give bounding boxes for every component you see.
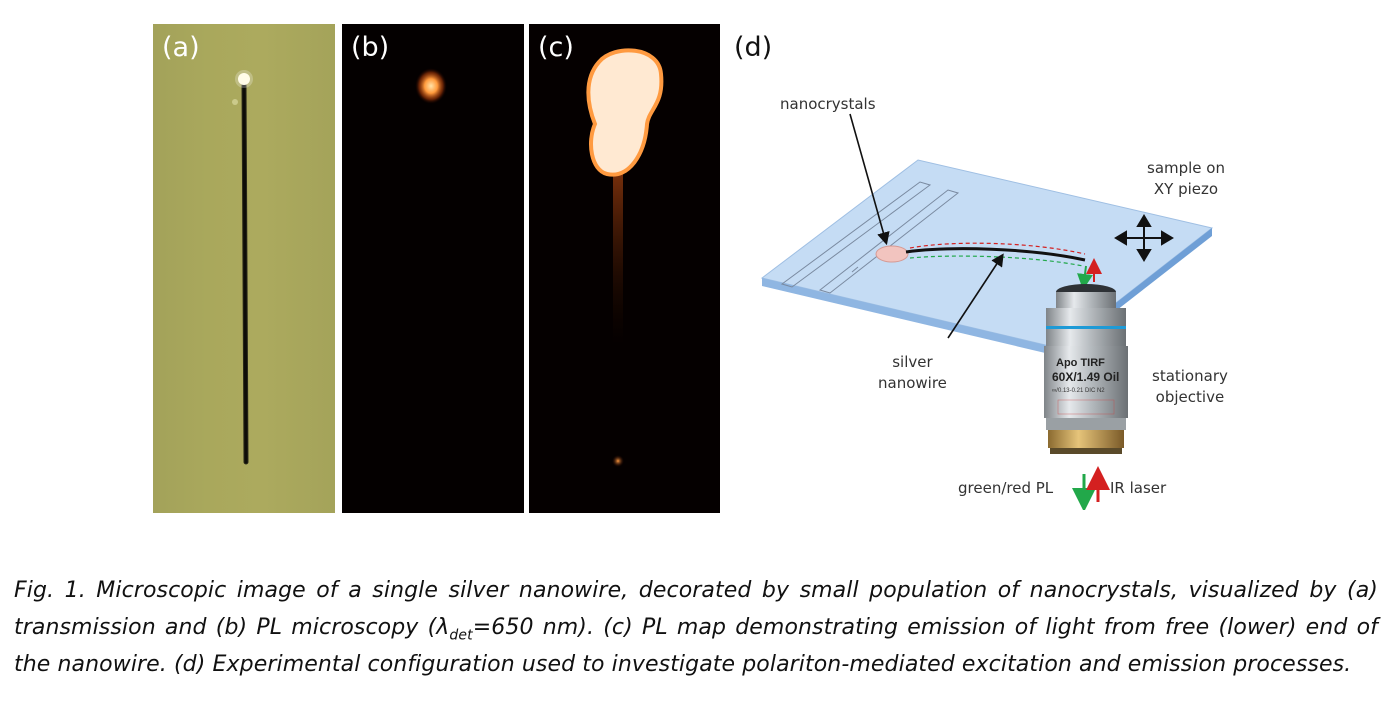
saturated-emission-spot bbox=[586, 48, 664, 177]
green-emission-arrow bbox=[1077, 265, 1093, 290]
svg-text:Apo TIRF: Apo TIRF bbox=[1056, 357, 1105, 369]
emission-trail bbox=[613, 164, 623, 344]
label-silver-nanowire: silver nanowire bbox=[878, 353, 947, 392]
red-plasmon-path bbox=[909, 242, 1086, 255]
experimental-setup-diagram: Apo TIRF 60X/1.49 Oil ∞/0.13-0.21 DIC N2 bbox=[760, 113, 1214, 510]
xy-move-arrows-icon bbox=[1114, 214, 1174, 262]
panel-label-c: (c) bbox=[538, 32, 574, 63]
svg-text:∞/0.13-0.21 DIC N2: ∞/0.13-0.21 DIC N2 bbox=[1052, 388, 1105, 394]
pl-image bbox=[415, 68, 447, 104]
transmission-image-panel: (a) bbox=[153, 24, 335, 513]
svg-text:60X/1.49 Oil: 60X/1.49 Oil bbox=[1052, 370, 1119, 384]
panel-label-b: (b) bbox=[351, 32, 390, 63]
free-end-emission bbox=[612, 455, 624, 467]
label-ir-laser: IR laser bbox=[1110, 479, 1167, 497]
label-nanocrystals: nanocrystals bbox=[780, 95, 876, 113]
silver-nanowire bbox=[905, 247, 1086, 262]
green-plasmon-path bbox=[909, 255, 1084, 267]
microscope-objective: Apo TIRF 60X/1.49 Oil ∞/0.13-0.21 DIC N2 bbox=[1044, 284, 1128, 454]
bright-spot bbox=[238, 73, 250, 85]
label-stationary-objective: stationary objective bbox=[1152, 367, 1228, 406]
nanocrystals-cluster bbox=[875, 245, 909, 263]
panel-label-a: (a) bbox=[162, 32, 200, 63]
nanocrystals-pointer bbox=[849, 113, 890, 246]
transmission-image bbox=[232, 70, 253, 465]
panel-label-d: (d) bbox=[734, 32, 773, 63]
label-sample-on-xy-piezo: sample on XY piezo bbox=[1147, 159, 1225, 198]
pl-spot bbox=[415, 68, 447, 104]
pl-image-panel: (b) bbox=[342, 24, 524, 513]
pl-map-panel: (c) bbox=[529, 24, 720, 513]
nanowire-pointer bbox=[947, 253, 1004, 339]
figure-caption: Fig. 1. Microscopic image of a single si… bbox=[14, 578, 1378, 677]
nanowire bbox=[242, 82, 248, 464]
label-green-red-pl: green/red PL bbox=[958, 479, 1054, 497]
pl-map-image bbox=[586, 48, 664, 467]
